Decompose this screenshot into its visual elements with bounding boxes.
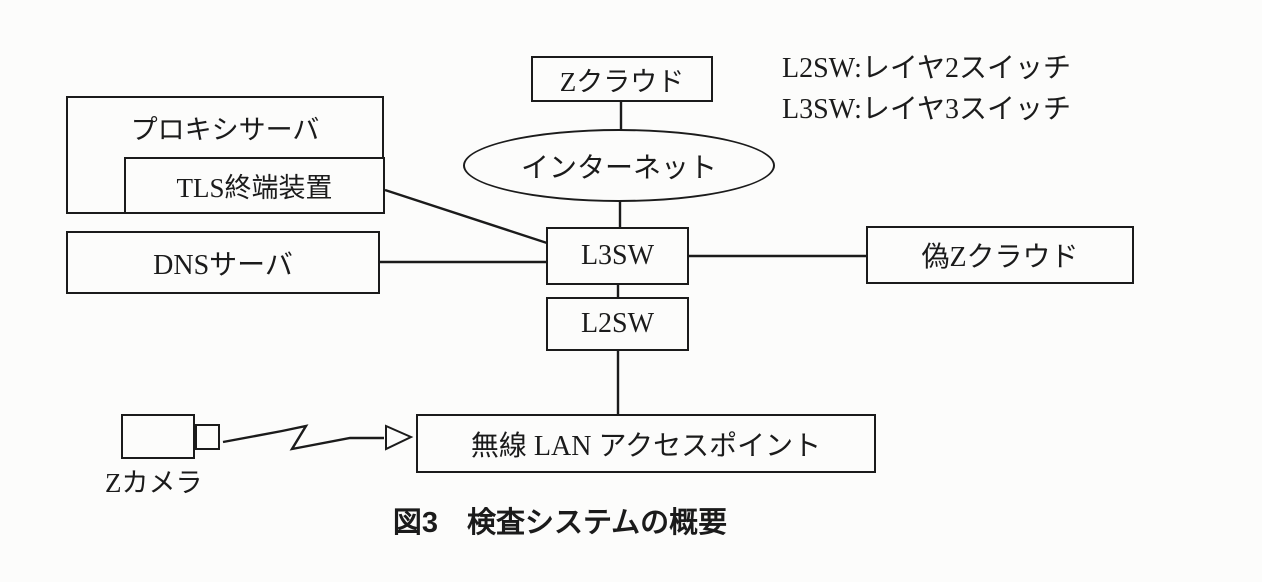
node-dns-server: DNSサーバ xyxy=(66,231,380,294)
node-z-cloud: Zクラウド xyxy=(531,56,713,102)
node-wireless-lan-access-point: 無線 LAN アクセスポイント xyxy=(416,414,876,473)
legend-line-l2sw: L2SW:レイヤ2スイッチ xyxy=(782,53,1072,84)
dns-server-label: DNSサーバ xyxy=(153,249,293,281)
z-camera-label: Zカメラ xyxy=(105,468,203,498)
l3sw-label: L3SW xyxy=(580,240,655,271)
edge-tls-l3sw xyxy=(384,188,548,245)
node-fake-z-cloud: 偽Zクラウド xyxy=(866,226,1134,284)
figure-caption: 図3 検査システムの概要 xyxy=(392,507,728,539)
wireless-ap-label: 無線 LAN アクセスポイント xyxy=(470,430,822,462)
node-tls-termination-device: TLS終端装置 xyxy=(124,157,385,214)
node-internet: インターネット xyxy=(463,129,775,202)
node-l2sw: L2SW xyxy=(546,297,689,351)
z-camera-icon xyxy=(121,414,195,459)
l2sw-label: L2SW xyxy=(580,308,655,339)
tls-device-label: TLS終端装置 xyxy=(176,173,333,203)
proxy-server-label: プロキシサーバ xyxy=(130,115,320,145)
internet-label: インターネット xyxy=(520,152,717,184)
wireless-arrowhead xyxy=(385,424,414,451)
z-camera-lens-icon xyxy=(195,424,220,450)
wireless-link-zigzag xyxy=(222,424,384,451)
node-l3sw: L3SW xyxy=(546,227,689,285)
fake-z-cloud-label: 偽Zクラウド xyxy=(921,242,1079,273)
legend: L2SW:レイヤ2スイッチ L3SW:レイヤ3スイッチ xyxy=(782,48,1071,130)
z-cloud-label: Zクラウド xyxy=(559,66,685,97)
legend-line-l3sw: L3SW:レイヤ3スイッチ xyxy=(782,94,1072,125)
